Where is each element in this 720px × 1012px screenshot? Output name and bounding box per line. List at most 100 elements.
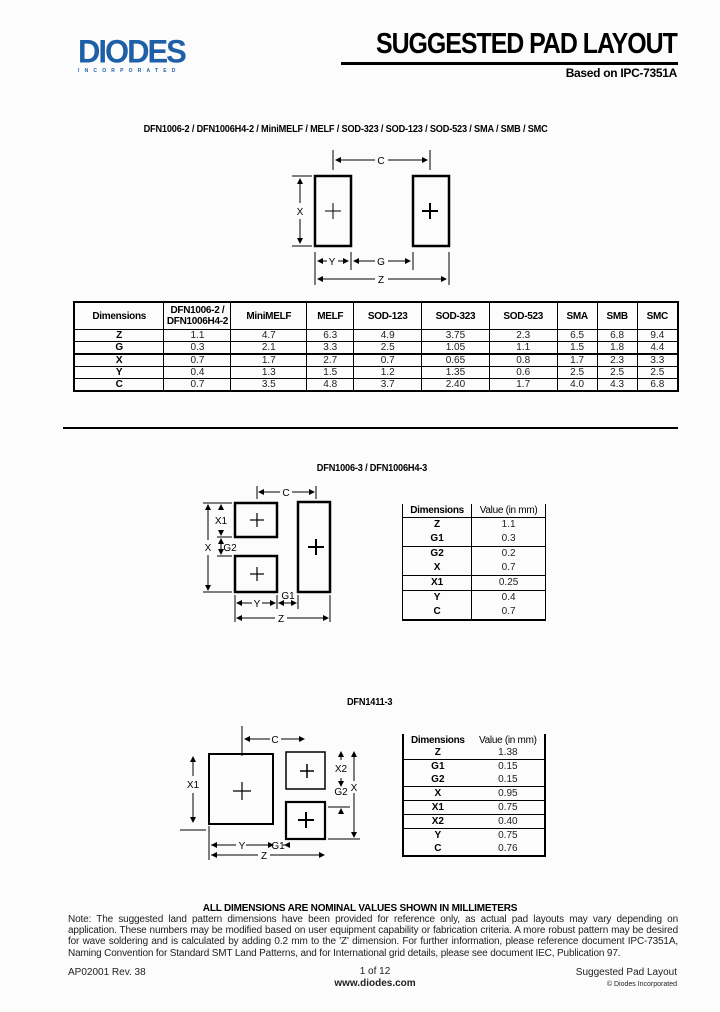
cell: Z bbox=[401, 517, 472, 532]
cell: 4.9 bbox=[353, 329, 423, 342]
logo-subtext: INCORPORATED bbox=[78, 68, 181, 74]
cell: 1.3 bbox=[230, 366, 308, 379]
cell: 0.4 bbox=[163, 366, 232, 379]
cell: 3.3 bbox=[636, 354, 679, 367]
cell: 3.7 bbox=[353, 378, 423, 392]
table-row: X 0.7 1.7 2.7 0.7 0.65 0.8 1.7 2.3 3.3 bbox=[73, 354, 679, 367]
cell: 1.7 bbox=[488, 378, 558, 392]
col-header: MELF bbox=[306, 301, 355, 330]
dim-label-y: Y bbox=[239, 841, 246, 852]
cell: X1 bbox=[403, 800, 472, 815]
dim-label-z: Z bbox=[378, 275, 384, 286]
cell: 4.0 bbox=[556, 378, 598, 392]
section1-dimensions-table: Dimensions DFN1006-2 / DFN1006H4-2 MiniM… bbox=[73, 301, 679, 392]
cell: 0.4 bbox=[471, 590, 546, 605]
cell: 6.8 bbox=[596, 329, 638, 342]
cell: 0.8 bbox=[488, 354, 558, 367]
cell: 1.8 bbox=[596, 341, 638, 355]
cell: 6.8 bbox=[636, 378, 679, 392]
dim-label-c: C bbox=[271, 735, 278, 746]
col-header: Value (in mm) bbox=[471, 504, 546, 518]
cell: 9.4 bbox=[636, 329, 679, 342]
dim-label-x2: X2 bbox=[335, 764, 348, 775]
table-row: Y 0.4 1.3 1.5 1.2 1.35 0.6 2.5 2.5 2.5 bbox=[73, 366, 679, 379]
cell: 0.7 bbox=[163, 378, 232, 392]
cell: 0.3 bbox=[471, 532, 546, 547]
cell: X1 bbox=[401, 575, 472, 591]
cell: 2.3 bbox=[488, 329, 558, 342]
cell: 1.1 bbox=[488, 341, 558, 355]
col-header: SMC bbox=[636, 301, 679, 330]
dim-label-x: X bbox=[351, 783, 358, 794]
dim-label-g1: G1 bbox=[281, 591, 295, 602]
cell: X2 bbox=[403, 814, 472, 829]
cell: 1.7 bbox=[556, 354, 598, 367]
dim-label-x: X bbox=[205, 543, 212, 554]
cell: 0.15 bbox=[498, 761, 518, 772]
table-header-row: Dimensions DFN1006-2 / DFN1006H4-2 MiniM… bbox=[73, 301, 679, 330]
col-header: MiniMELF bbox=[230, 301, 308, 330]
cell: 2.5 bbox=[353, 341, 423, 355]
col-header: SMB bbox=[596, 301, 638, 330]
col-header: DFN1006-2 / DFN1006H4-2 bbox=[163, 301, 232, 330]
dim-label-x1: X1 bbox=[187, 780, 200, 791]
table-header-row: Dimensions Value (in mm) bbox=[401, 504, 546, 518]
cell: 0.7 bbox=[471, 561, 546, 576]
cell: C bbox=[401, 605, 472, 620]
section1-title: DFN1006-2 / DFN1006H4-2 / MiniMELF / MEL… bbox=[143, 124, 548, 135]
dim-label-x1: X1 bbox=[215, 516, 228, 527]
footer-center: 1 of 12 www.diodes.com bbox=[300, 966, 450, 990]
section3-pad-diagram: C X1 X2 G2 X Y G1 Z bbox=[180, 726, 360, 862]
cell: G1 bbox=[431, 761, 445, 772]
cell: 0.3 bbox=[163, 341, 232, 355]
cell: Y bbox=[401, 590, 472, 605]
cell: C bbox=[73, 378, 165, 392]
cell: C bbox=[434, 843, 442, 854]
cell: 4.4 bbox=[636, 341, 679, 355]
cell: 0.15 bbox=[471, 773, 545, 787]
cell: G2 bbox=[403, 773, 472, 787]
cell: 2.1 bbox=[230, 341, 308, 355]
cell: G1 bbox=[401, 532, 472, 547]
cell: 0.2 bbox=[471, 546, 546, 561]
cell: 0.7 bbox=[471, 605, 546, 620]
dim-label-y: Y bbox=[329, 257, 336, 268]
cell: 6.5 bbox=[556, 329, 598, 342]
col-header: Value (in mm) bbox=[479, 734, 537, 746]
cell: 2.7 bbox=[306, 354, 355, 367]
cell: 0.7 bbox=[163, 354, 232, 367]
dim-label-g2: G2 bbox=[334, 787, 348, 798]
dim-label-z: Z bbox=[261, 851, 267, 862]
col-header: Dimensions bbox=[73, 301, 165, 330]
cell: 2.40 bbox=[421, 378, 490, 392]
col-header: SMA bbox=[556, 301, 598, 330]
col-header: SOD-323 bbox=[421, 301, 490, 330]
cell: 4.7 bbox=[230, 329, 308, 342]
cell: 0.76 bbox=[498, 843, 518, 854]
table-header-row: Dimensions Value (in mm) bbox=[403, 734, 545, 746]
table-row: Z 1.1 4.7 6.3 4.9 3.75 2.3 6.5 6.8 9.4 bbox=[73, 329, 679, 342]
cell: 6.3 bbox=[306, 329, 355, 342]
cell: X bbox=[73, 354, 165, 367]
cell: 0.7 bbox=[353, 354, 423, 367]
col-header: Dimensions bbox=[411, 734, 465, 746]
footer-page-number: 1 of 12 bbox=[359, 966, 391, 977]
dim-label-g1: G1 bbox=[271, 841, 285, 852]
cell: 1.5 bbox=[556, 341, 598, 355]
cell: 0.75 bbox=[498, 830, 518, 841]
table-row: C 0.7 3.5 4.8 3.7 2.40 1.7 4.0 4.3 6.8 bbox=[73, 378, 679, 392]
table-row: G 0.3 2.1 3.3 2.5 1.05 1.1 1.5 1.8 4.4 bbox=[73, 341, 679, 355]
footer-url-link[interactable]: www.diodes.com bbox=[334, 978, 416, 989]
col-header: Dimensions bbox=[401, 504, 472, 518]
cell: 3.75 bbox=[421, 329, 490, 342]
